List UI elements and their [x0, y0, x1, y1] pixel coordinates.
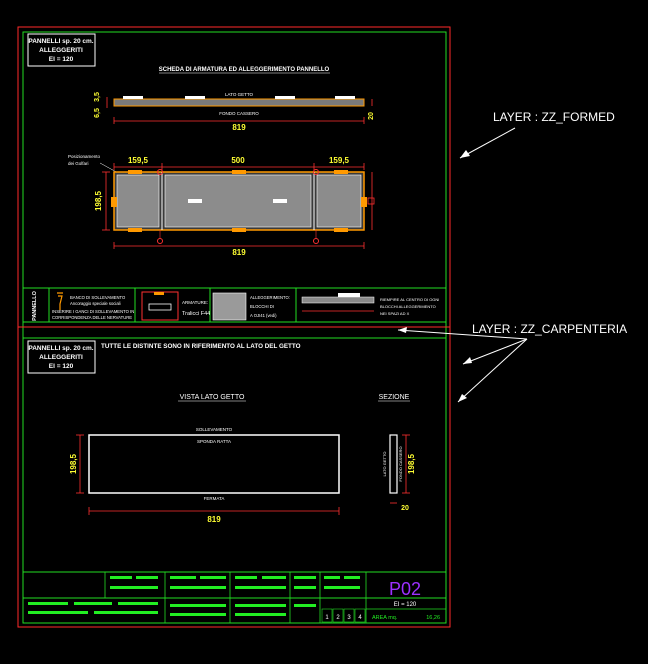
legend-section-3: NEI SPAZI AD X: [380, 311, 410, 316]
section-right-label: FONDO CASSERO: [398, 446, 403, 481]
section-strip-icon: [301, 296, 375, 304]
panel-profile: LATO GETTO FONDO CASSERO 819 3,5 6,5 20: [94, 92, 375, 132]
legend-lifting-1: BANCO DI SOLLEVAMENTO: [70, 295, 126, 300]
panel-top-label: SOLLEVAMENTO: [196, 427, 233, 432]
rev-1: 1: [325, 615, 329, 621]
profile-dim-length: 819: [232, 123, 246, 132]
section-dim-width: 20: [401, 505, 409, 512]
plan-note-line2: dei Golfari: [68, 161, 89, 166]
arrow-carpenteria-1: [462, 338, 528, 365]
legend-lifting-3: INSERIRE I GANCI DI SOLLEVAMENTO IN: [52, 309, 134, 314]
panel-dim-length: 819: [207, 515, 221, 524]
panel-sub-label: SPONDA RATTA: [197, 439, 231, 444]
legend-light-1: ALLEGGERIMENTO:: [250, 295, 290, 300]
panel-elevation: SOLLEVAMENTO SPONDA RATTA FERMATA 198,5 …: [69, 427, 340, 524]
rev-3: 3: [347, 615, 351, 621]
panel-dim-height: 198,5: [69, 453, 78, 474]
top-heading: SCHEDA DI ARMATURA ED ALLEGGERIMENTO PAN…: [159, 67, 330, 73]
hook-icon: [57, 292, 63, 310]
top-title-line3: EI = 120: [49, 56, 74, 63]
top-title-box: PANNELLI sp. 20 cm. ALLEGGERITI EI = 120: [27, 33, 96, 67]
bottom-title-line2: ALLEGGERITI: [39, 354, 83, 361]
title-block: 1 2 3 4 P02 EI = 120 AREA mq. 16,26: [22, 571, 447, 624]
profile-dim-left-bottom: 6,5: [94, 108, 101, 118]
panel-plan: Posizionamento dei Golfari 159,5 500 159…: [68, 154, 375, 257]
arrow-carpenteria-2: [457, 338, 528, 403]
profile-dim-right: 20: [368, 112, 375, 120]
area-value: 16,26: [426, 615, 440, 621]
legend-strip: PANNELLO BANCO DI SOLLEVAMENTO Ancoraggi…: [22, 287, 447, 323]
bottom-title-line3: EI = 120: [49, 363, 74, 370]
top-title-line2: ALLEGGERITI: [39, 47, 83, 54]
legend-side-label: PANNELLO: [32, 290, 38, 321]
sheet-ei: EI = 120: [394, 602, 417, 608]
rev-4: 4: [358, 615, 362, 621]
panel-section: LATO GETTO FONDO CASSERO 198,5 20: [382, 434, 416, 512]
top-title-line1: PANNELLI sp. 20 cm.: [28, 38, 93, 45]
profile-bottom-label: FONDO CASSERO: [219, 111, 259, 116]
section-dim-height: 198,5: [407, 453, 416, 474]
bottom-note: TUTTE LE DISTINTE SONO IN RIFERIMENTO AL…: [101, 343, 301, 350]
rev-2: 2: [336, 615, 340, 621]
area-label: AREA mq.: [372, 615, 398, 621]
legend-light-3: A OJI41 (vedi): [250, 313, 277, 318]
arrow-formed: [459, 127, 516, 159]
panel-bottom-label: FERMATA: [204, 496, 225, 501]
legend-section-2: BLOCCHI ALLEGGERIMENTO: [380, 304, 436, 309]
section-title: SEZIONE: [379, 394, 410, 401]
arrow-carpenteria-3: [397, 329, 528, 340]
plan-dim-right: 159,5: [329, 156, 350, 165]
profile-dim-left-top: 3,5: [94, 92, 101, 102]
legend-lifting-4: CORRISPONDENZA DELLE NERVATURE: [52, 315, 132, 320]
bottom-title-box: PANNELLI sp. 20 cm. ALLEGGERITI EI = 120: [27, 340, 96, 374]
plan-dim-left: 159,5: [128, 156, 149, 165]
plan-note-line1: Posizionamento: [68, 154, 101, 159]
layer-annotations: LAYER : ZZ_FORMED LAYER : ZZ_CARPENTERIA: [397, 110, 627, 403]
rebar-icon: [141, 291, 179, 321]
lightening-block-icon: [212, 292, 247, 321]
profile-top-label: LATO GETTO: [225, 92, 254, 97]
legend-section-1: RIEMPIRE AL CENTRO DI OGNI: [380, 297, 439, 302]
plan-dim-length: 819: [232, 248, 246, 257]
layer-formed-label: LAYER : ZZ_FORMED: [493, 110, 615, 124]
legend-rebar-label: ARMATURE:: [182, 300, 208, 305]
plan-dim-height: 198,5: [94, 190, 103, 211]
legend-rebar-value: Tralicci F44: [182, 311, 210, 317]
sheet-code: P02: [389, 579, 421, 599]
view-title: VISTA LATO GETTO: [180, 394, 245, 401]
bottom-title-line1: PANNELLI sp. 20 cm.: [28, 345, 93, 352]
legend-lifting-2: Ancoraggio speciale sociali: [70, 301, 121, 306]
legend-light-2: BLOCCHI DI: [250, 304, 274, 309]
section-left-label: LATO GETTO: [382, 452, 387, 477]
layer-carpenteria-label: LAYER : ZZ_CARPENTERIA: [472, 322, 627, 336]
plan-dim-mid: 500: [231, 156, 245, 165]
